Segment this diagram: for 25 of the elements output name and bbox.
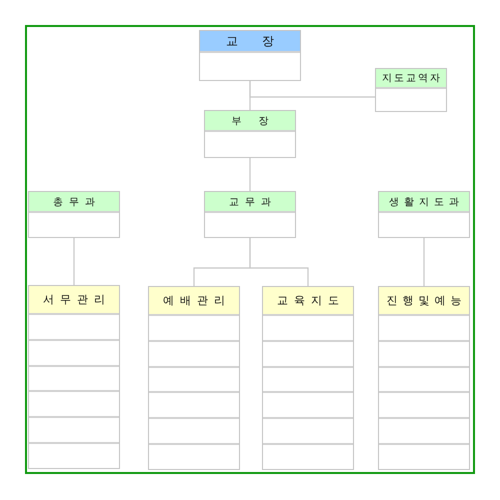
duty-table — [28, 285, 120, 469]
position-box — [378, 191, 470, 238]
duty-table — [262, 286, 354, 470]
header-cell: 교육지도 — [263, 287, 353, 314]
header-cell: 서무관리 — [29, 286, 119, 313]
header-cell: 생활지도과 — [379, 192, 469, 211]
position-box — [199, 30, 301, 81]
header-cell: 교 장 — [200, 31, 300, 51]
header-cell: 예배관리 — [149, 287, 239, 314]
connector-line — [249, 81, 375, 98]
position-box — [28, 191, 120, 238]
connector-line — [249, 238, 309, 286]
header-cell: 지도교역자 — [376, 69, 446, 87]
duty-table — [378, 286, 470, 470]
position-box — [204, 191, 296, 238]
connector-line — [423, 238, 425, 286]
header-cell: 총무과 — [29, 192, 119, 211]
header-cell: 부 장 — [205, 111, 295, 130]
position-box — [375, 68, 447, 112]
header-cell: 진행및예능 — [379, 287, 469, 314]
duty-table — [148, 286, 240, 470]
position-box — [204, 110, 296, 158]
connector-line — [249, 158, 251, 191]
connector-line — [73, 238, 75, 285]
header-cell: 교무과 — [205, 192, 295, 211]
